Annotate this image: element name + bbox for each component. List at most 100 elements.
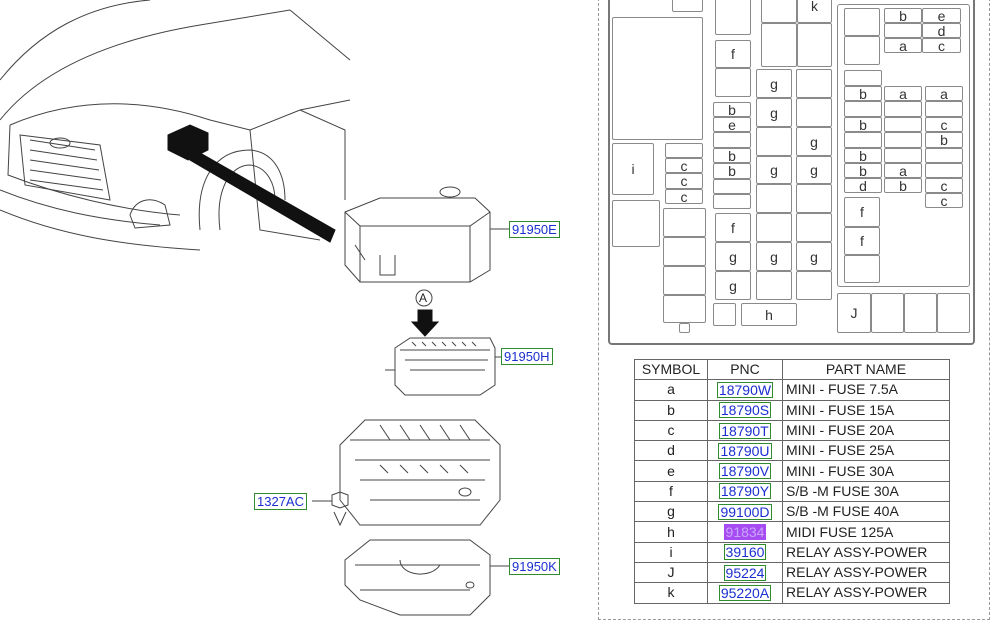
fuse-block-drawing	[385, 337, 496, 396]
table-row: b 18790S MINI - FUSE 15A	[634, 399, 950, 421]
part-name-cell: MINI - FUSE 7.5A	[782, 379, 950, 401]
relay-slot	[904, 293, 937, 333]
table-row: a 18790W MINI - FUSE 7.5A	[634, 379, 950, 401]
fuse-slot-b: b	[844, 148, 882, 163]
fuse-slot	[844, 36, 880, 65]
fuse-slot	[713, 132, 751, 148]
fuse-slot	[925, 148, 963, 163]
fuse-slot-e: e	[713, 117, 751, 132]
fuse-slot	[884, 132, 922, 148]
part-name-cell: S/B -M FUSE 30A	[782, 480, 950, 503]
fuse-slot	[796, 213, 832, 242]
fuse-slot-b: b	[844, 163, 882, 178]
fuse-slot	[796, 271, 832, 300]
fuse-slot-a: a	[925, 86, 963, 101]
fuse-slot-h: h	[741, 303, 797, 326]
fuse-slot	[796, 184, 832, 213]
fuse-slot	[796, 69, 832, 98]
callout-bolt[interactable]: 1327AC	[254, 493, 307, 510]
fuse-slot	[715, 68, 751, 97]
fuse-slot-a: a	[884, 38, 922, 53]
fuse-slot	[844, 70, 882, 86]
fuse-slot-c: c	[925, 193, 963, 208]
fuse-slot	[844, 255, 880, 283]
pnc-link[interactable]: 18790T	[719, 422, 771, 439]
fuse-slot-c: c	[922, 38, 961, 53]
pnc-cell: 95220A	[707, 582, 783, 604]
header-pnc: PNC	[707, 358, 783, 381]
fuse-slot-g: g	[756, 156, 792, 184]
fuse-slot	[884, 148, 922, 163]
view-marker-circle	[415, 289, 433, 307]
fuse-slot	[663, 237, 706, 266]
callout-fuse-block[interactable]: 91950H	[501, 348, 553, 365]
fuse-slot	[713, 303, 736, 326]
symbol-cell: h	[634, 521, 708, 543]
pnc-link[interactable]: 91834	[723, 524, 767, 541]
pnc-link[interactable]: 95224	[723, 564, 767, 581]
fuse-slot-g: g	[796, 127, 832, 156]
fuse-slot	[663, 208, 706, 237]
fuse-slot-d: d	[922, 23, 961, 38]
fuse-slot	[672, 0, 703, 12]
lower-cover-drawing	[344, 539, 491, 616]
pnc-cell: 18790T	[707, 419, 783, 442]
pnc-link[interactable]: 18790Y	[718, 483, 772, 500]
pnc-cell: 99100D	[707, 501, 783, 523]
fuse-slot-i: i	[612, 143, 654, 195]
relay-slot	[937, 293, 970, 333]
exploded-illustration	[0, 0, 509, 616]
pnc-link[interactable]: 18790W	[716, 381, 774, 398]
fuse-slot	[796, 98, 832, 127]
fuse-slot	[925, 163, 963, 178]
fuse-slot	[797, 23, 832, 67]
fuse-slot	[612, 17, 703, 140]
fuse-slot	[756, 184, 792, 213]
callout-lower-cover[interactable]: 91950K	[509, 558, 560, 575]
fuse-slot-c: c	[665, 173, 703, 189]
pnc-cell: 95224	[707, 561, 783, 584]
part-name-cell: MINI - FUSE 15A	[782, 399, 950, 421]
pnc-cell: 18790U	[707, 440, 783, 462]
car-drawing	[0, 0, 351, 251]
fuse-slot-g: g	[796, 156, 832, 184]
fuse-slot	[713, 179, 751, 194]
fuse-tab	[679, 323, 690, 333]
pnc-link[interactable]: 18790S	[718, 402, 772, 419]
fuse-slot	[756, 213, 792, 242]
fuse-slot-b: b	[884, 178, 922, 193]
symbol-cell: e	[634, 460, 708, 482]
fuse-slot-b: b	[925, 132, 963, 148]
pnc-link[interactable]: 95220A	[718, 584, 772, 601]
fuse-slot	[761, 23, 797, 67]
fuse-slot-c: c	[925, 178, 963, 193]
symbol-cell: d	[634, 440, 708, 462]
symbol-cell: a	[634, 379, 708, 401]
symbol-cell: b	[634, 399, 708, 421]
fuse-slot-a: a	[884, 163, 922, 178]
fuse-slot	[884, 117, 922, 132]
fuse-slot-g: g	[756, 69, 792, 98]
part-name-cell: MINI - FUSE 25A	[782, 440, 950, 462]
bolt-drawing	[312, 491, 349, 527]
pnc-link[interactable]: 39160	[723, 544, 767, 561]
pnc-link[interactable]: 18790U	[718, 442, 772, 459]
fuse-slot	[715, 0, 751, 35]
fuse-slot-b: b	[713, 102, 751, 117]
pnc-link[interactable]: 99100D	[718, 503, 772, 520]
fuse-slot-b: b	[844, 117, 882, 132]
fuse-slot	[756, 127, 792, 156]
fuse-slot-e: e	[922, 8, 961, 23]
part-name-cell: MINI - FUSE 30A	[782, 460, 950, 482]
fuse-panel-right	[837, 4, 970, 287]
pnc-cell: 18790V	[707, 460, 783, 482]
fuse-slot-f: f	[715, 213, 751, 242]
callout-box-cover[interactable]: 91950E	[509, 221, 560, 238]
pnc-link[interactable]: 18790V	[718, 463, 772, 480]
part-name-cell: S/B -M FUSE 40A	[782, 501, 950, 523]
